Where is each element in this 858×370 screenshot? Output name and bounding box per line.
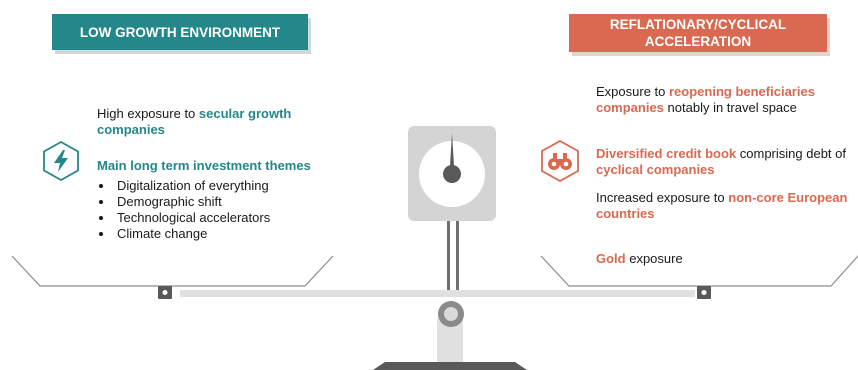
secular-growth-exposure: High exposure to secular growth companie… — [97, 106, 292, 137]
theme-item: Technological accelerators — [114, 210, 270, 226]
dial-center — [443, 165, 461, 183]
themes-list: Digitalization of everything Demographic… — [95, 178, 270, 242]
credit-book-item: Diversified credit book comprising debt … — [596, 146, 846, 177]
right-scale-pan — [540, 255, 858, 287]
reflationary-banner: REFLATIONARY/CYCLICAL ACCELERATION — [569, 14, 827, 52]
scale-beam — [180, 290, 695, 297]
gold-exposure-item: Gold exposure — [596, 251, 683, 266]
theme-item: Climate change — [114, 226, 270, 242]
reflationary-banner-line1: REFLATIONARY/CYCLICAL — [609, 17, 787, 32]
themes-title: Main long term investment themes — [97, 158, 311, 173]
scale-pillar-left — [447, 218, 450, 290]
reflationary-banner-line2: ACCELERATION — [644, 34, 752, 49]
theme-item: Demographic shift — [114, 194, 270, 210]
left-scale-pan — [11, 255, 334, 287]
lightning-bolt-icon — [43, 141, 79, 181]
scale-pillar-right — [456, 218, 459, 290]
non-core-europe-item: Increased exposure to non-core European … — [596, 190, 848, 221]
theme-item: Digitalization of everything — [114, 178, 270, 194]
binoculars-icon — [541, 140, 579, 182]
scale-base — [373, 362, 527, 370]
reopening-exposure: Exposure to reopening beneficiaries comp… — [596, 84, 815, 115]
low-growth-banner: LOW GROWTH ENVIRONMENT — [52, 14, 308, 50]
dial-needle — [449, 133, 455, 174]
